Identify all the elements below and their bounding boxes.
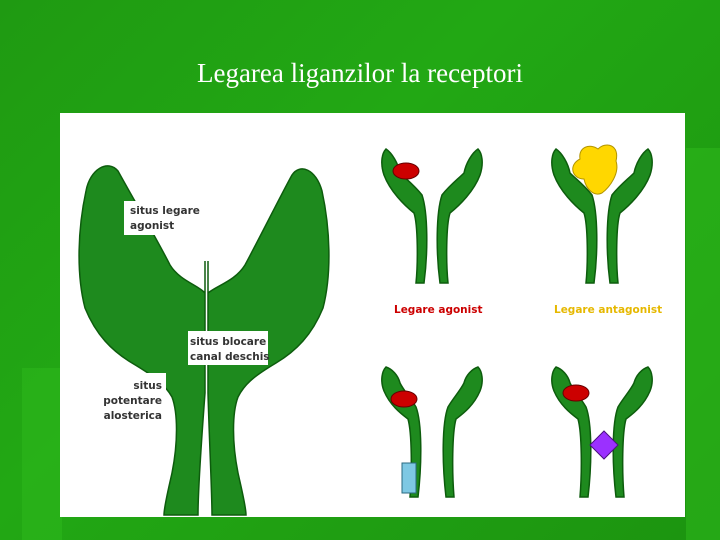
allosteric-site-label-line1: situs bbox=[133, 380, 162, 392]
allosteric-modulator-molecule bbox=[589, 430, 619, 460]
receptor-agonist-bound-left bbox=[381, 148, 428, 284]
receptor-antagonist-bound bbox=[551, 148, 653, 284]
agonist-site-label-box bbox=[124, 201, 204, 235]
decorative-bar-left bbox=[22, 368, 62, 540]
agonist-site-label-line2: agonist bbox=[130, 220, 174, 232]
blocking-site-label-line1: situs blocare bbox=[190, 336, 266, 348]
receptor-agonist-bound bbox=[381, 148, 483, 284]
receptor-antagonist-bound-left bbox=[551, 148, 598, 284]
allosteric-site-label-line2: potentare bbox=[103, 395, 162, 407]
agonist-molecule-blocked-channel bbox=[390, 390, 418, 408]
receptor-channel-blocked-right bbox=[442, 366, 483, 498]
receptor-diagram: situs legare agonist situs blocare canal… bbox=[78, 144, 662, 516]
slide-title: Legarea liganzilor la receptori bbox=[196, 58, 524, 88]
agonist-molecule-allosteric bbox=[562, 384, 590, 402]
receptor-figure-panel: situs legare agonist situs blocare canal… bbox=[60, 113, 685, 517]
channel-blocker-molecule bbox=[401, 462, 417, 494]
antagonist-binding-caption: Legare antagonist bbox=[554, 304, 662, 316]
receptor-allosteric-right bbox=[612, 366, 653, 498]
agonist-molecule bbox=[392, 162, 420, 180]
large-receptor-right-half bbox=[207, 168, 330, 516]
receptor-channel-blocked bbox=[381, 366, 483, 498]
allosteric-site-label-line3: alosterica bbox=[104, 410, 162, 422]
agonist-site-label-line1: situs legare bbox=[130, 205, 200, 217]
receptor-antagonist-bound-right bbox=[606, 148, 653, 284]
receptor-allosteric-modulated bbox=[551, 366, 653, 498]
agonist-binding-caption: Legare agonist bbox=[394, 304, 483, 316]
allosteric-site-label-box bbox=[100, 373, 166, 431]
antagonist-molecule bbox=[572, 144, 618, 195]
blocking-site-label-box bbox=[188, 331, 268, 365]
receptor-agonist-bound-right bbox=[436, 148, 483, 284]
blocking-site-label-line2: canal deschis bbox=[190, 351, 270, 363]
decorative-bar-right bbox=[686, 148, 720, 540]
